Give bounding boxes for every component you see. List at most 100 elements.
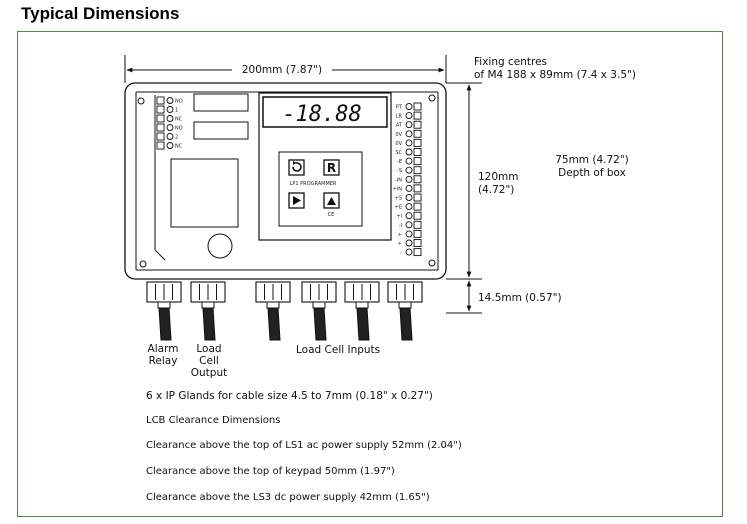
cable-gland — [146, 281, 182, 341]
terminal-screw — [405, 121, 413, 129]
cable-gland — [344, 281, 380, 341]
relay-terminal-box — [156, 105, 165, 114]
terminal-box — [413, 220, 422, 229]
clearance-keypad: Clearance above the top of keypad 50mm (… — [146, 466, 395, 477]
terminal-screw — [405, 203, 413, 211]
terminal-label: + — [398, 241, 402, 247]
terminal-box — [413, 239, 422, 247]
terminal-label: +IN — [393, 186, 403, 192]
terminal-label: - — [400, 250, 402, 256]
terminal-label: AT — [396, 123, 403, 129]
terminal-box — [413, 248, 422, 257]
glands-note: 6 x IP Glands for cable size 4.5 to 7mm … — [146, 390, 433, 402]
cable-gland — [190, 281, 226, 341]
large-window — [170, 158, 239, 228]
cable-glands — [146, 281, 423, 341]
terminal-screw — [405, 139, 413, 147]
width-dimension: 200mm (7.87") — [124, 55, 447, 83]
terminal-screw — [405, 157, 413, 165]
terminal-label: -IN — [395, 177, 402, 183]
terminal-label: +E — [395, 205, 402, 211]
terminal-screw — [405, 103, 413, 110]
height-label-1: 120mm — [478, 171, 519, 183]
terminal-box — [413, 111, 422, 120]
terminal-label: -I — [399, 223, 402, 229]
terminal-label: +S — [395, 196, 402, 202]
terminal-screw — [405, 212, 413, 220]
terminal-box — [413, 129, 422, 138]
terminal-screw — [405, 248, 413, 256]
terminal-label: + — [398, 232, 402, 238]
terminal-screw — [405, 221, 413, 229]
height-label-2: (4.72") — [478, 184, 514, 196]
terminal-label: +I — [396, 214, 402, 220]
fixing-label-2: of M4 188 x 89mm (7.4 x 3.5") — [474, 69, 636, 81]
clearance-ls3: Clearance above the LS3 dc power supply … — [146, 492, 430, 503]
terminal-label: 0V — [395, 141, 402, 147]
terminal-box — [413, 157, 422, 166]
terminal-screw — [405, 239, 413, 247]
display-frame — [262, 96, 388, 128]
terminal-screw — [405, 112, 413, 120]
load-cell-inputs-label: Load Cell Inputs — [296, 344, 381, 356]
keypad-title: LP1 PROGRAMMER — [290, 181, 337, 187]
terminal-screw — [405, 166, 413, 174]
cable-gland — [255, 281, 291, 341]
terminal-screw — [405, 130, 413, 138]
up-arrow-key[interactable] — [323, 192, 340, 209]
height-dimension — [446, 82, 482, 314]
relay-terminal-screw — [166, 97, 174, 104]
terminal-box — [413, 193, 422, 202]
page-heading: Typical Dimensions — [21, 4, 180, 23]
terminal-box — [413, 102, 422, 111]
relay-terminal-screw — [166, 133, 174, 140]
terminal-screw — [405, 148, 413, 156]
relay-terminal-label: 1 — [175, 108, 178, 114]
terminal-screw — [405, 184, 413, 192]
width-label: 200mm (7.87") — [242, 64, 322, 76]
terminal-screw — [405, 230, 413, 238]
relay-terminal-screw — [166, 124, 174, 131]
terminal-label: SC — [395, 150, 402, 156]
ce-mark: CE — [328, 212, 335, 218]
cable-gland — [301, 281, 337, 341]
right-arrow-key[interactable] — [288, 192, 305, 209]
relay-terminal-label: NC — [175, 117, 183, 123]
fixing-label-1: Fixing centres — [474, 56, 547, 68]
relay-terminal-box — [156, 114, 165, 123]
depth-label-1: 75mm (4.72") — [555, 154, 629, 166]
relay-terminal-label: NO — [175, 99, 183, 105]
relay-terminal-box — [156, 96, 165, 105]
middle-window — [193, 121, 249, 140]
terminal-box — [413, 202, 422, 211]
relay-terminal-screw — [166, 142, 174, 149]
return-key[interactable] — [288, 159, 305, 176]
terminal-label: LR — [396, 114, 403, 120]
r-key[interactable]: R — [323, 159, 340, 176]
display-readout: -18.88 — [282, 102, 361, 127]
clearance-title: LCB Clearance Dimensions — [146, 415, 281, 426]
round-knob — [207, 233, 233, 259]
terminal-screw — [405, 194, 413, 201]
relay-terminal-screw — [166, 106, 174, 113]
terminal-box — [413, 229, 422, 238]
upper-window — [193, 93, 249, 112]
terminal-box — [413, 175, 422, 184]
diagram-frame — [17, 31, 723, 517]
terminal-box — [413, 148, 422, 156]
relay-terminal-label: NO — [175, 126, 183, 132]
cable-gland — [387, 281, 423, 341]
gland-height-label: 14.5mm (0.57") — [478, 292, 562, 304]
depth-label-2: Depth of box — [558, 167, 626, 179]
terminal-box — [413, 166, 422, 175]
terminal-screw — [405, 175, 413, 183]
relay-terminal-box — [156, 132, 165, 141]
terminal-box — [413, 120, 422, 129]
terminal-label: PT — [396, 105, 403, 111]
terminal-label: 0V — [395, 132, 402, 138]
relay-terminal-label: 2 — [175, 135, 178, 141]
